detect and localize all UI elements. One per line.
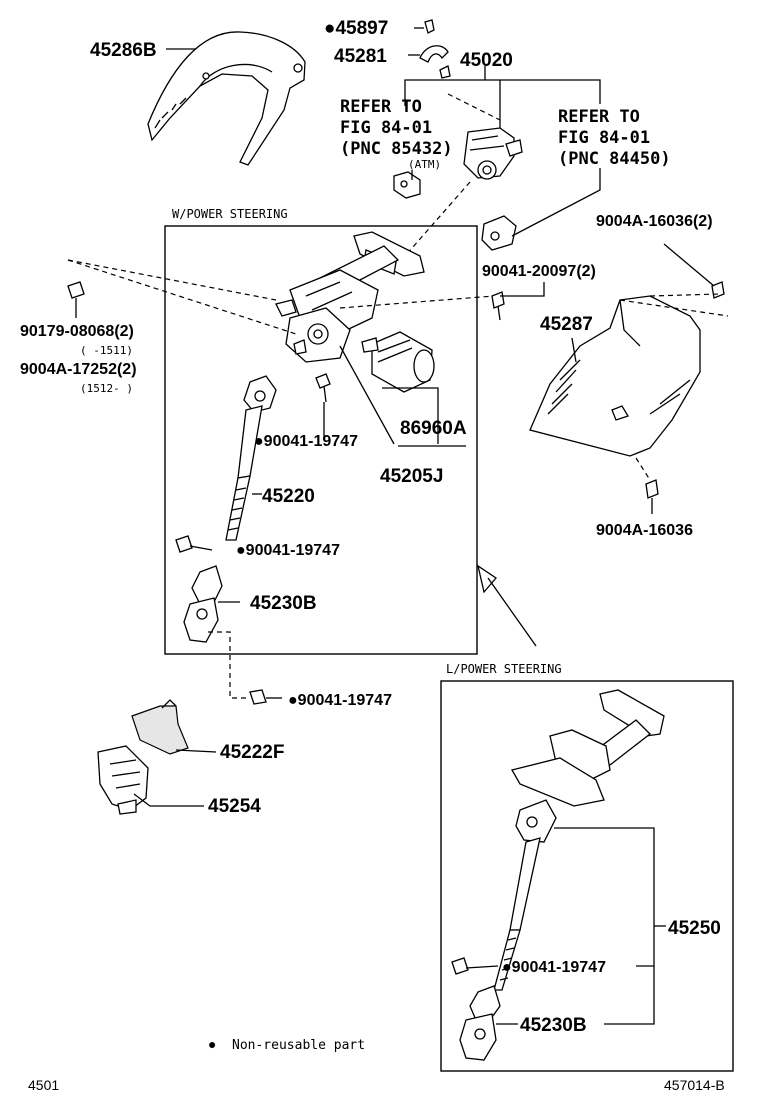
legend-text: Non-reusable part [232, 1038, 365, 1053]
label-45250: 45250 [668, 918, 721, 939]
screw-9004a-16036-upper-drawing [711, 281, 725, 299]
label-45287: 45287 [540, 314, 593, 335]
legend-marker: ● [208, 1036, 216, 1052]
intermediate-shaft-45220-drawing [225, 375, 277, 541]
label-45220: 45220 [262, 486, 315, 507]
column-hole-cover-45254-drawing [97, 745, 149, 815]
refer-a-line-3: (PNC 85432) [340, 139, 453, 159]
label-90041-19747-a: ●90041-19747 [254, 433, 358, 450]
screw-9004a-16036-lower-drawing [645, 479, 659, 499]
w-power-steering-caption: W/POWER STEERING [172, 207, 288, 221]
universal-joint-45230b-lower-drawing [459, 985, 501, 1061]
label-9004a-16036-2: 9004A-16036(2) [596, 213, 713, 230]
universal-joint-45230b-upper-drawing [183, 565, 223, 643]
label-90041-20097-2: 90041-20097(2) [482, 263, 596, 280]
label-45222f: 45222F [220, 742, 284, 763]
refer-b-line-2: FIG 84-01 [558, 128, 650, 148]
refer-b-line-1: REFER TO [558, 107, 640, 127]
ignition-lock-assembly-drawing [463, 127, 523, 180]
clamp-45281-drawing [419, 45, 451, 79]
label-45205j: 45205J [380, 466, 443, 487]
refer-a-line-2: FIG 84-01 [340, 118, 432, 138]
refer-b-line-3: (PNC 84450) [558, 149, 671, 169]
upper-column-cover-drawing [147, 31, 306, 166]
bolt-90041-19747-mid-drawing [175, 535, 213, 553]
shift-lock-switch-drawing [393, 171, 421, 199]
key-unlock-switch-drawing [481, 215, 517, 251]
label-45230b-b: 45230B [520, 1015, 587, 1036]
column-assembly-l-power-drawing [493, 689, 665, 991]
w-power-steering-frame [164, 225, 478, 655]
label-90041-19747-d: ●90041-19747 [502, 959, 606, 976]
l-power-steering-frame [440, 680, 734, 1072]
bolt-90041-19747-upper-drawing [315, 373, 331, 403]
label-45286b: 45286B [90, 40, 157, 61]
label-90041-19747-c: ●90041-19747 [288, 692, 392, 709]
label-9004a-range: (1512- ) [80, 382, 133, 395]
label-90179-range: ( -1511) [80, 344, 133, 357]
lower-column-cover-drawing [529, 295, 701, 457]
l-power-steering-caption: L/POWER STEERING [446, 662, 562, 676]
column-hole-cover-45222f-drawing [131, 699, 189, 755]
label-86960a: 86960A [400, 418, 467, 439]
label-9004a-16036: 9004A-16036 [596, 522, 693, 539]
bolt-90041-19747-lower-drawing [249, 689, 282, 705]
column-assembly-w-power-drawing [275, 231, 435, 393]
label-9004a-17252-2: 9004A-17252(2) [20, 361, 137, 378]
footer-page-code: 4501 [28, 1077, 59, 1093]
label-45254: 45254 [208, 796, 261, 817]
direction-arrow-drawing [476, 564, 537, 647]
label-45281: 45281 [334, 46, 387, 67]
label-45020: 45020 [460, 50, 513, 71]
label-45230b-a: 45230B [250, 593, 317, 614]
refer-a-line-1: REFER TO [340, 97, 422, 117]
nut-90179-08068-drawing [67, 281, 85, 299]
bolt-90041-19747-l-drawing [451, 957, 499, 975]
refer-a-note: (ATM) [408, 158, 441, 171]
clip-45897-drawing [424, 19, 435, 34]
footer-figure-id: 457014-B [664, 1077, 725, 1093]
label-90179-08068-2: 90179-08068(2) [20, 323, 134, 340]
label-90041-19747-b: ●90041-19747 [236, 542, 340, 559]
label-45897: ●45897 [324, 18, 388, 39]
